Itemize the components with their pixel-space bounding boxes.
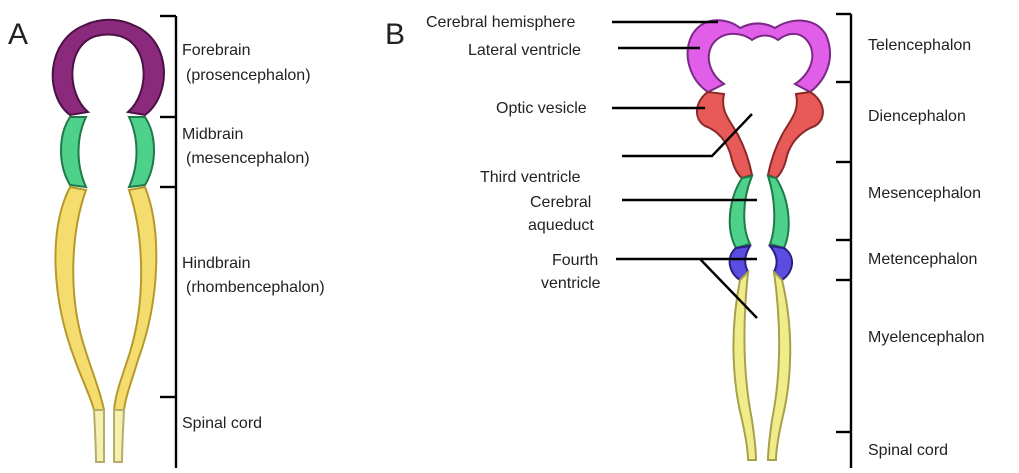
myelencephalon-wall-left [733,272,756,460]
hindbrain-wall-right [114,187,156,410]
label-ventricle: ventricle [541,275,601,292]
label-third-ventricle: Third ventricle [480,169,581,186]
label-cerebral: Cerebral [530,194,591,211]
forebrain-wall [53,20,164,115]
myelencephalon-wall-right [768,272,790,460]
hindbrain-wall-left [55,187,104,410]
label-rhombencephalon: (rhombencephalon) [186,279,325,296]
diencephalon-wall-right [768,92,823,178]
spinal-wall-right [114,410,124,462]
label-midbrain: Midbrain [182,126,243,143]
label-prosencephalon: (prosencephalon) [186,67,311,84]
mesencephalon-wall-right [768,176,789,248]
panel-a-letter: A [8,18,28,51]
diencephalon-wall-left [697,92,752,178]
spinal-wall-left [94,410,104,462]
label-telencephalon: Telencephalon [868,37,971,54]
label-hindbrain: Hindbrain [182,255,250,272]
label-lateral-ventricle: Lateral ventricle [468,42,581,59]
panel-b-bracket [836,14,851,468]
panel-a-neural-tube [53,20,164,462]
panel-b-letter: B [385,18,405,51]
label-mesencephalon: Mesencephalon [868,185,981,202]
label-myelencephalon: Myelencephalon [868,329,985,346]
metencephalon-wall-right [770,246,792,280]
telencephalon-wall [688,20,830,92]
label-aqueduct: aqueduct [528,217,594,234]
label-diencephalon: Diencephalon [868,108,966,125]
label-optic-vesicle: Optic vesicle [496,100,587,117]
label-spinal-cord-b: Spinal cord [868,442,948,459]
label-spinal-cord-a: Spinal cord [182,415,262,432]
label-forebrain: Forebrain [182,42,250,59]
midbrain-wall-left [61,117,86,187]
label-mesencephalon: (mesencephalon) [186,150,310,167]
mesencephalon-wall-left [730,176,752,248]
panel-b-neural-tube [688,20,830,460]
midbrain-wall-right [129,117,154,187]
label-fourth: Fourth [552,252,598,269]
label-cerebral-hemisphere: Cerebral hemisphere [426,14,576,31]
label-metencephalon: Metencephalon [868,251,977,268]
